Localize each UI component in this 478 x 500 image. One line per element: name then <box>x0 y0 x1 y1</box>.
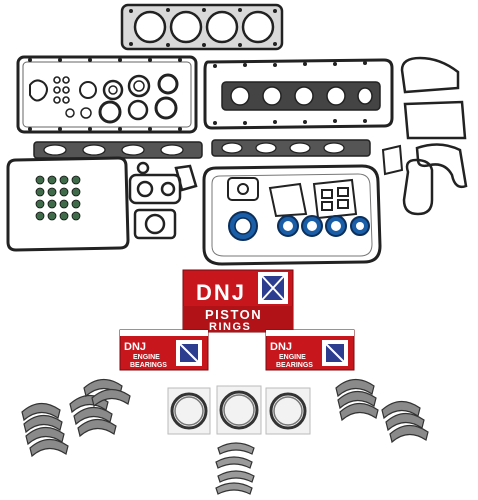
left-bearings-line1: ENGINE <box>133 354 160 361</box>
piston-rings-brand: DNJ <box>196 280 246 305</box>
main-bearing-shells-left <box>21 378 131 458</box>
left-bearings-box: DNJ ENGINE BEARINGS <box>119 329 209 371</box>
left-bearings-line2: BEARINGS <box>130 362 167 369</box>
right-bearings-line2: BEARINGS <box>276 362 313 369</box>
right-bearings-line1: ENGINE <box>279 354 306 361</box>
timing-cover-gaskets <box>381 56 468 216</box>
valve-cover-gasket-left <box>16 55 198 134</box>
crankshaft-seals <box>228 211 370 241</box>
left-bearings-brand: DNJ <box>124 341 146 353</box>
valve-stem-seals-gasket <box>6 156 130 252</box>
head-gasket <box>120 3 284 51</box>
piston-rings-line1: PISTON <box>205 307 262 322</box>
misc-small-gaskets <box>128 161 198 240</box>
main-bearing-shells-right <box>335 378 429 444</box>
piston-rings-line2: RINGS <box>209 321 251 333</box>
valve-cover-gasket-right <box>203 58 394 130</box>
right-bearings-brand: DNJ <box>270 341 292 353</box>
exhaust-manifold-gaskets <box>33 139 371 159</box>
thrust-washers <box>215 442 255 495</box>
oil-pan-gasket <box>202 164 382 266</box>
right-bearings-box: DNJ ENGINE BEARINGS <box>265 329 355 371</box>
piston-ring-sets <box>167 385 311 435</box>
piston-rings-box: DNJ PISTON RINGS <box>182 269 294 333</box>
